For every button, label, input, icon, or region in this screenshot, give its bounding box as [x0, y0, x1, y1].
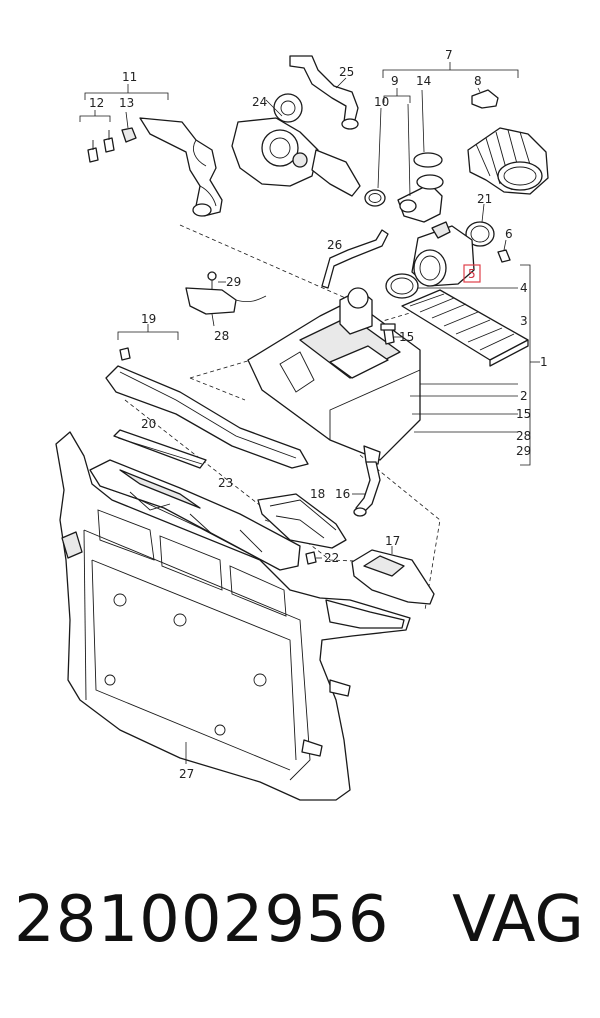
label-29a: 29 — [226, 275, 241, 289]
label-15b: 15 — [516, 407, 531, 421]
highlight-box-5 — [463, 264, 481, 283]
brand-name: VAG — [452, 883, 584, 957]
pipe-part-25 — [289, 55, 359, 130]
screw-part-22 — [305, 551, 322, 565]
screw-part-6 — [497, 239, 511, 263]
clamp-part-21 — [465, 203, 495, 247]
label-8: 8 — [474, 74, 482, 88]
label-25: 25 — [339, 65, 354, 79]
label-19: 19 — [141, 312, 156, 326]
label-16: 16 — [335, 487, 350, 501]
label-15a: 15 — [399, 330, 414, 344]
label-18: 18 — [310, 487, 325, 501]
duct-part-17 — [351, 546, 435, 605]
nut-part-13 — [121, 111, 137, 143]
parts-diagram: 11 12 13 24 25 7 9 14 8 10 21 6 5 26 4 3… — [55, 48, 549, 801]
clamp-part-14 — [413, 89, 444, 190]
part-number: 281002956 — [14, 883, 390, 957]
label-14: 14 — [416, 74, 431, 88]
label-27: 27 — [179, 767, 194, 781]
duct-part-18 — [257, 493, 347, 549]
label-28a: 28 — [214, 329, 229, 343]
filter-element-part-3 — [401, 289, 529, 367]
label-3: 3 — [520, 314, 528, 328]
label-7: 7 — [445, 48, 453, 62]
label-20: 20 — [141, 417, 156, 431]
sensor-part-8 — [471, 87, 499, 109]
label-13: 13 — [119, 96, 134, 110]
label-12: 12 — [89, 96, 104, 110]
label-4: 4 — [520, 281, 528, 295]
screw-part-15 — [380, 323, 402, 345]
screws-part-12 — [87, 130, 115, 163]
callout-labels: 11 12 13 24 25 7 9 14 8 10 21 6 5 26 4 3… — [89, 48, 548, 781]
turbocharger-part-24 — [231, 93, 361, 197]
label-23: 23 — [218, 476, 233, 490]
bracket-part-28 — [185, 271, 267, 327]
label-17: 17 — [385, 534, 400, 548]
lock-carrier-part-27 — [55, 431, 411, 801]
corrugated-hose-part-7 — [467, 127, 549, 195]
label-24: 24 — [252, 95, 267, 109]
ring-part-10 — [364, 107, 386, 207]
label-1: 1 — [540, 355, 548, 369]
air-filter-housing-part-2 — [247, 287, 518, 465]
air-mass-meter-part-5 — [411, 221, 475, 287]
label-29b: 29 — [516, 444, 531, 458]
hose-part-16 — [352, 461, 381, 517]
label-26: 26 — [327, 238, 342, 252]
label-2: 2 — [520, 389, 528, 403]
pipe-part-26 — [321, 229, 389, 289]
seal-part-20 — [113, 429, 207, 469]
seal-ring-part-4 — [385, 273, 518, 299]
intake-pipe-part-11 — [139, 117, 223, 217]
label-5: 5 — [468, 267, 476, 281]
label-22: 22 — [324, 551, 339, 565]
cover-strip-part-19 — [105, 347, 309, 469]
label-6: 6 — [505, 227, 513, 241]
label-11: 11 — [122, 70, 137, 84]
label-9: 9 — [391, 74, 399, 88]
label-28b: 28 — [516, 429, 531, 443]
bracket-lines — [79, 62, 540, 466]
label-10: 10 — [374, 95, 389, 109]
air-duct-part-23 — [89, 459, 301, 571]
label-21: 21 — [477, 192, 492, 206]
